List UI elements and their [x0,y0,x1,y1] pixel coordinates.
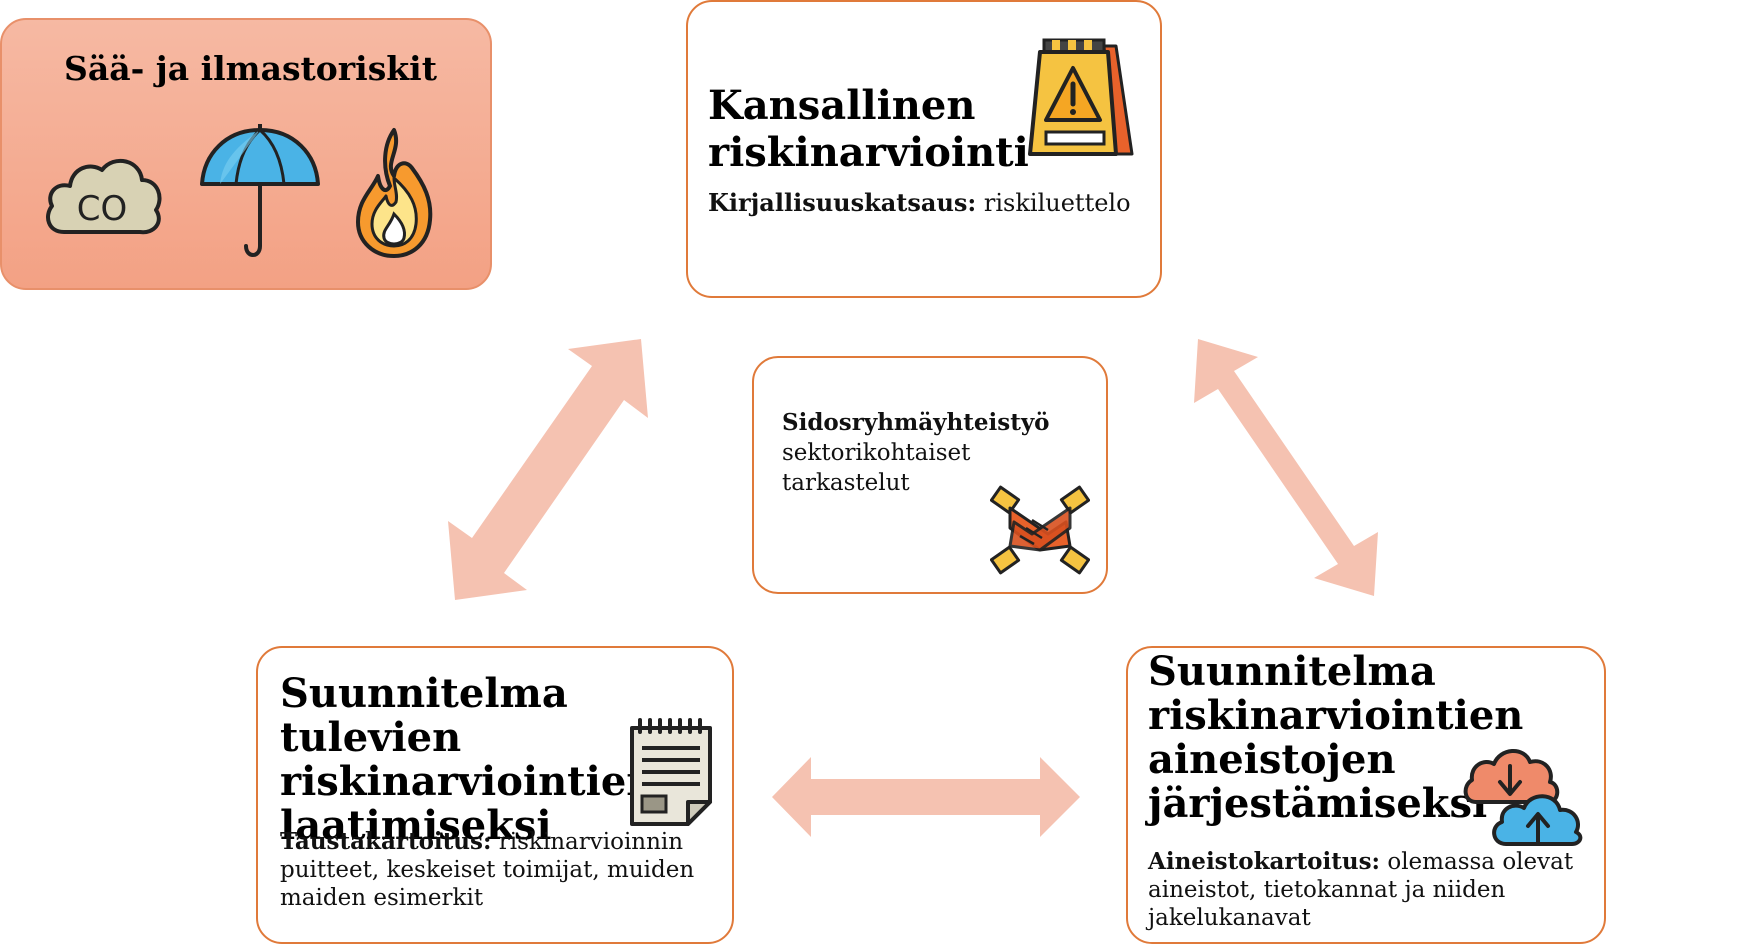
weather-box-title: Sää- ja ilmastoriskit [64,49,437,88]
data-plan-lead: Aineistokartoitus: [1148,848,1381,875]
stakeholder-line3: tarkastelut [782,469,910,496]
future-plan-title-line2: riskinarviointien [280,758,656,805]
future-plan-title-line1: Suunnitelma tulevien [280,670,568,761]
data-organisation-plan-box: Suunnitelma riskinarviointien aineistoje… [1126,646,1606,944]
national-title: Kansallinen riskinarviointi [708,82,1029,176]
future-plan-title: Suunnitelma tulevien riskinarviointien l… [280,672,732,848]
stakeholder-lead: Sidosryhmäyhteistyö [782,409,1050,436]
national-title-line2: riskinarviointi [708,129,1029,177]
handshake-icon [990,485,1090,575]
future-plan-title-line3: laatimiseksi [280,802,552,849]
data-plan-text-line3: jakelukanavat [1148,905,1311,932]
data-plan-text-line2: aineistot, tietokannat ja niiden [1148,877,1506,904]
data-plan-title: Suunnitelma riskinarviointien aineistoje… [1148,650,1523,826]
national-title-line1: Kansallinen [708,82,976,129]
notepad-icon [630,718,712,826]
arrow-horizontal [772,757,1080,837]
future-assessment-plan-box: Suunnitelma tulevien riskinarviointien l… [256,646,734,944]
cloud-co-icon: CO [46,159,162,235]
cloud-sync-icon [1463,749,1583,846]
arrow-left-diagonal [448,339,648,600]
national-lead: Kirjallisuuskatsaus: [708,188,977,217]
future-plan-lead: Taustakartoitus: [280,828,492,855]
data-plan-title-line1: Suunnitelma [1148,648,1436,695]
arrow-right-diagonal [1194,339,1378,596]
stakeholder-box: Sidosryhmäyhteistyö sektorikohtaiset tar… [752,356,1108,594]
stakeholder-line2: sektorikohtaiset [782,439,971,466]
stakeholder-text: Sidosryhmäyhteistyö sektorikohtaiset tar… [782,408,1050,499]
co-label: CO [77,189,128,229]
future-plan-text-line2: puitteet, keskeiset toimijat, muiden [280,857,695,884]
future-plan-description: Taustakartoitus: riskinarvioinnin puitte… [280,828,694,912]
national-description: Kirjallisuuskatsaus: riskiluettelo [708,188,1131,218]
data-plan-text-line1: olemassa olevat [1380,849,1574,875]
umbrella-icon [200,124,320,257]
future-plan-text-line1: riskinarvioinnin [491,829,684,855]
future-plan-text-line3: maiden esimerkit [280,885,484,912]
data-plan-title-line4: järjestämiseksi [1148,780,1488,827]
data-plan-title-line3: aineistojen [1148,736,1396,783]
weather-risks-box: Sää- ja ilmastoriskit CO [0,18,492,290]
national-risk-assessment-box: Kansallinen riskinarviointi Kirjallisuus… [686,0,1162,298]
warning-sign-icon [1028,38,1134,156]
data-plan-title-line2: riskinarviointien [1148,692,1524,739]
fire-icon [356,128,433,258]
national-text: riskiluettelo [976,189,1131,217]
data-plan-description: Aineistokartoitus: olemassa olevat ainei… [1148,848,1573,932]
